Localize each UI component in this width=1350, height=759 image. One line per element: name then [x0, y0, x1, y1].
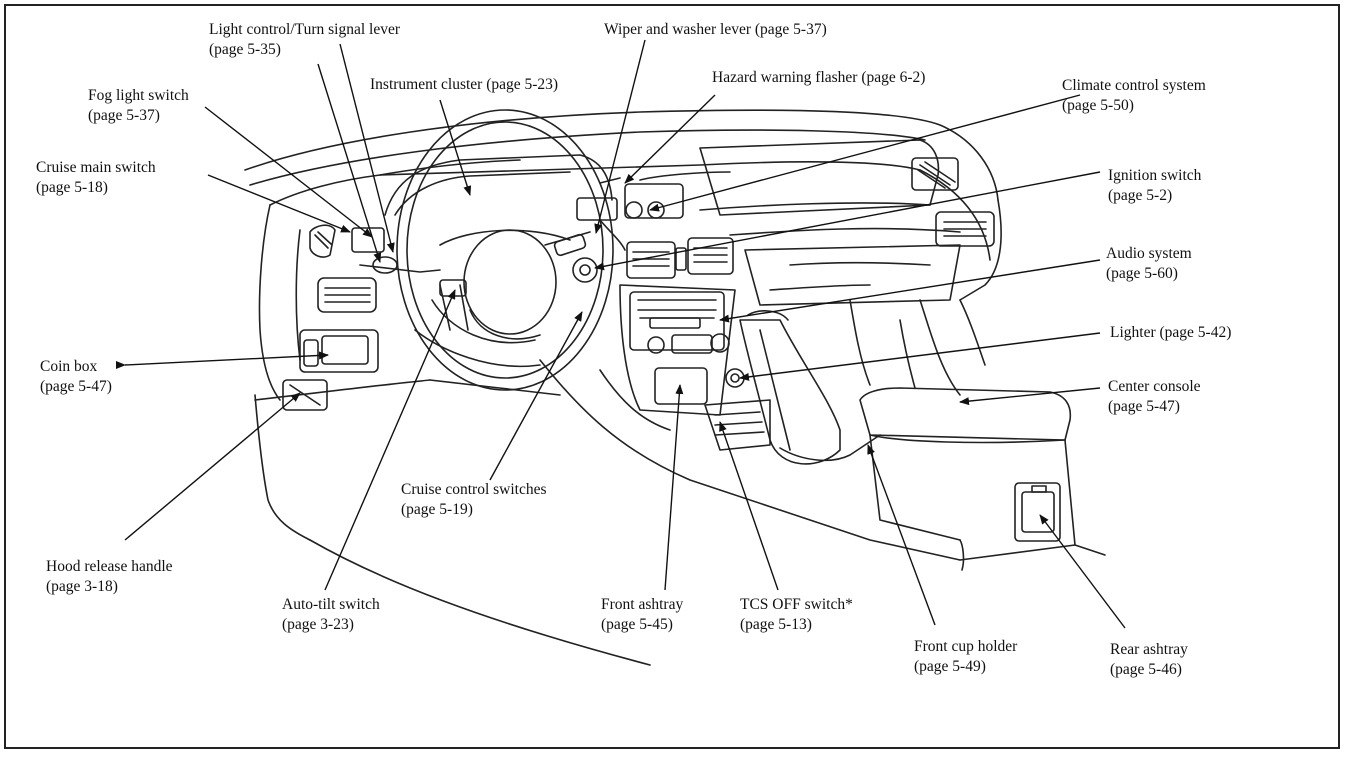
- callout-title: Cruise control switches: [401, 481, 547, 498]
- callout-title: Ignition switch: [1108, 167, 1202, 184]
- callout-page: (page 5-35): [209, 41, 281, 58]
- callout-title: Cruise main switch: [36, 159, 156, 176]
- callout-page: (page 5-18): [36, 179, 108, 196]
- callout-page: (page 5-19): [401, 501, 473, 518]
- callout-title: Lighter (page 5-42): [1110, 324, 1232, 341]
- callout-title: Light control/Turn signal lever: [209, 21, 401, 38]
- callout-front-cup: Front cup holder (page 5-49): [914, 637, 1017, 677]
- callout-title: Auto-tilt switch: [282, 596, 380, 613]
- callout-page: (page 5-37): [88, 107, 160, 124]
- callout-fog-light: Fog light switch (page 5-37): [88, 86, 189, 126]
- callout-title: Audio system: [1106, 245, 1192, 262]
- callout-page: (page 5-47): [40, 378, 112, 395]
- callout-page: (page 5-60): [1106, 265, 1178, 282]
- callout-hazard: Hazard warning flasher (page 6-2): [712, 68, 925, 88]
- callout-climate: Climate control system (page 5-50): [1062, 76, 1206, 116]
- callout-rear-ashtray: Rear ashtray (page 5-46): [1110, 640, 1188, 680]
- callout-audio: Audio system (page 5-60): [1106, 244, 1192, 284]
- callout-title: Climate control system: [1062, 77, 1206, 94]
- callout-page: (page 3-18): [46, 578, 118, 595]
- callout-page: (page 5-13): [740, 616, 812, 633]
- callout-title: Instrument cluster (page 5-23): [370, 76, 559, 93]
- callout-ignition: Ignition switch (page 5-2): [1108, 166, 1201, 206]
- callout-title: Coin box: [40, 358, 98, 375]
- callout-title: Fog light switch: [88, 87, 189, 104]
- callout-coin-box: Coin box (page 5-47): [40, 357, 112, 397]
- callout-cruise-main: Cruise main switch (page 5-18): [36, 158, 156, 198]
- callout-light-control: Light control/Turn signal lever (page 5-…: [209, 20, 400, 60]
- callout-page: (page 5-45): [601, 616, 673, 633]
- callout-page: (page 5-47): [1108, 398, 1180, 415]
- callout-auto-tilt: Auto-tilt switch (page 3-23): [282, 595, 380, 635]
- callout-front-ashtray: Front ashtray (page 5-45): [601, 595, 683, 635]
- callout-lighter: Lighter (page 5-42): [1110, 323, 1231, 343]
- callout-cruise-control: Cruise control switches (page 5-19): [401, 480, 547, 520]
- callout-title: Hazard warning flasher (page 6-2): [712, 69, 926, 86]
- callout-page: (page 5-49): [914, 658, 986, 675]
- callout-title: TCS OFF switch*: [740, 596, 853, 613]
- callout-tcs-off: TCS OFF switch* (page 5-13): [740, 595, 853, 635]
- callout-page: (page 5-2): [1108, 187, 1173, 204]
- callout-page: (page 5-46): [1110, 661, 1182, 678]
- callout-hood-release: Hood release handle (page 3-18): [46, 557, 173, 597]
- callout-title: Wiper and washer lever (page 5-37): [604, 21, 827, 38]
- callout-title: Rear ashtray: [1110, 641, 1188, 658]
- callout-page: (page 5-50): [1062, 97, 1134, 114]
- diagram-frame: [4, 4, 1340, 749]
- callout-page: (page 3-23): [282, 616, 354, 633]
- callout-title: Center console: [1108, 378, 1201, 395]
- callout-title: Front cup holder: [914, 638, 1018, 655]
- callout-instrument-cluster: Instrument cluster (page 5-23): [370, 75, 558, 95]
- callout-wiper: Wiper and washer lever (page 5-37): [604, 20, 827, 40]
- callout-title: Front ashtray: [601, 596, 684, 613]
- callout-title: Hood release handle: [46, 558, 173, 575]
- callout-center-console: Center console (page 5-47): [1108, 377, 1201, 417]
